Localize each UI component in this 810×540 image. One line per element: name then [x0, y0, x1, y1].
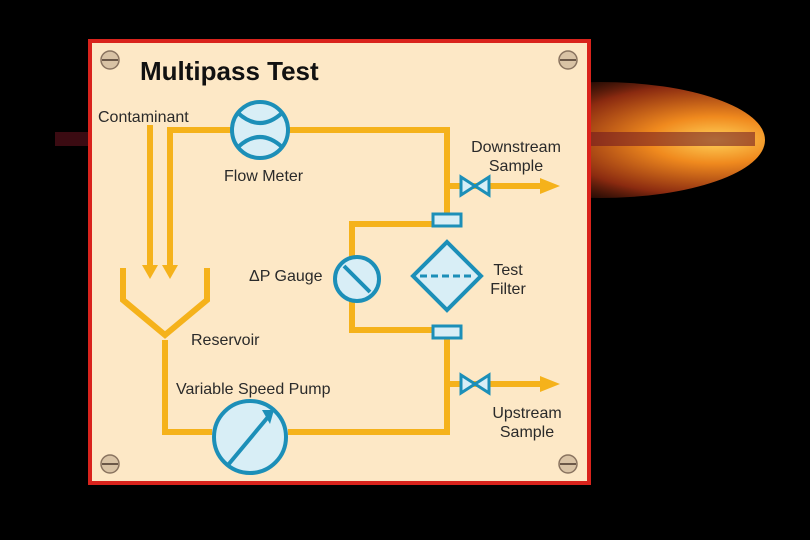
- downstream-sample-label-line2: Sample: [489, 158, 543, 175]
- screw-icon: [100, 454, 120, 474]
- test-filter-label-line2: Filter: [490, 281, 526, 298]
- lower-fitting-icon: [431, 324, 463, 340]
- contaminant-label: Contaminant: [98, 109, 189, 126]
- screw-icon: [558, 50, 578, 70]
- upstream-valve-icon: [459, 372, 491, 396]
- variable-speed-pump-icon: [212, 399, 288, 475]
- arrow-down-icon: [162, 265, 178, 279]
- test-filter-icon: [410, 239, 484, 313]
- diagram-title: Multipass Test: [140, 56, 319, 86]
- flow-meter-icon: [230, 100, 290, 160]
- pump-label: Variable Speed Pump: [176, 381, 331, 398]
- upstream-sample-label-line2: Sample: [500, 424, 554, 441]
- arrow-right-icon: [540, 178, 560, 194]
- downstream-sample-label-line1: Downstream: [471, 139, 561, 156]
- reservoir-label: Reservoir: [191, 332, 260, 349]
- upstream-sample-label-line1: Upstream: [492, 405, 561, 422]
- test-filter-label-line1: Test: [493, 262, 523, 279]
- dp-gauge-icon: [333, 255, 381, 303]
- flow-meter-label: Flow Meter: [224, 168, 304, 185]
- screw-icon: [100, 50, 120, 70]
- diagram-panel: [88, 39, 591, 485]
- upper-fitting-icon: [431, 212, 463, 228]
- reservoir-icon: [120, 268, 210, 339]
- downstream-valve-icon: [459, 174, 491, 198]
- dp-gauge-label: ΔP Gauge: [249, 268, 323, 285]
- screw-icon: [558, 454, 578, 474]
- arrow-down-icon: [142, 265, 158, 279]
- arrow-right-icon: [540, 376, 560, 392]
